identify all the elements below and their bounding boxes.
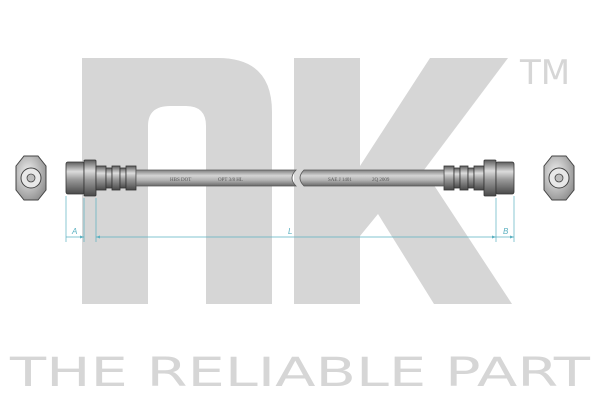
hose-marking-4: 2Q 2009	[372, 178, 390, 183]
hose-left-segment	[135, 169, 297, 187]
dimension-l-label: L	[288, 227, 292, 236]
hose-right-segment	[299, 169, 445, 187]
left-end-nut-icon	[15, 155, 47, 201]
dimension-lines	[65, 196, 515, 242]
dimension-a-label: A	[71, 227, 77, 236]
right-end-nut-icon	[543, 155, 575, 201]
hose-marking-3: SAE J 1401	[328, 178, 352, 183]
tagline-watermark: THE RELIABLE PART	[9, 350, 591, 396]
trademark-mark: TM	[519, 53, 570, 93]
logo-letter-n	[82, 58, 272, 304]
left-fitting	[65, 159, 137, 197]
hose-marking-1: HBS DOT	[170, 178, 191, 183]
dimension-b-label: B	[503, 227, 509, 236]
dimension-arrows	[80, 235, 514, 239]
hose-body	[135, 169, 445, 187]
right-fitting	[443, 159, 515, 197]
hose-marking-2: OPT 3/8 HL	[218, 178, 243, 183]
